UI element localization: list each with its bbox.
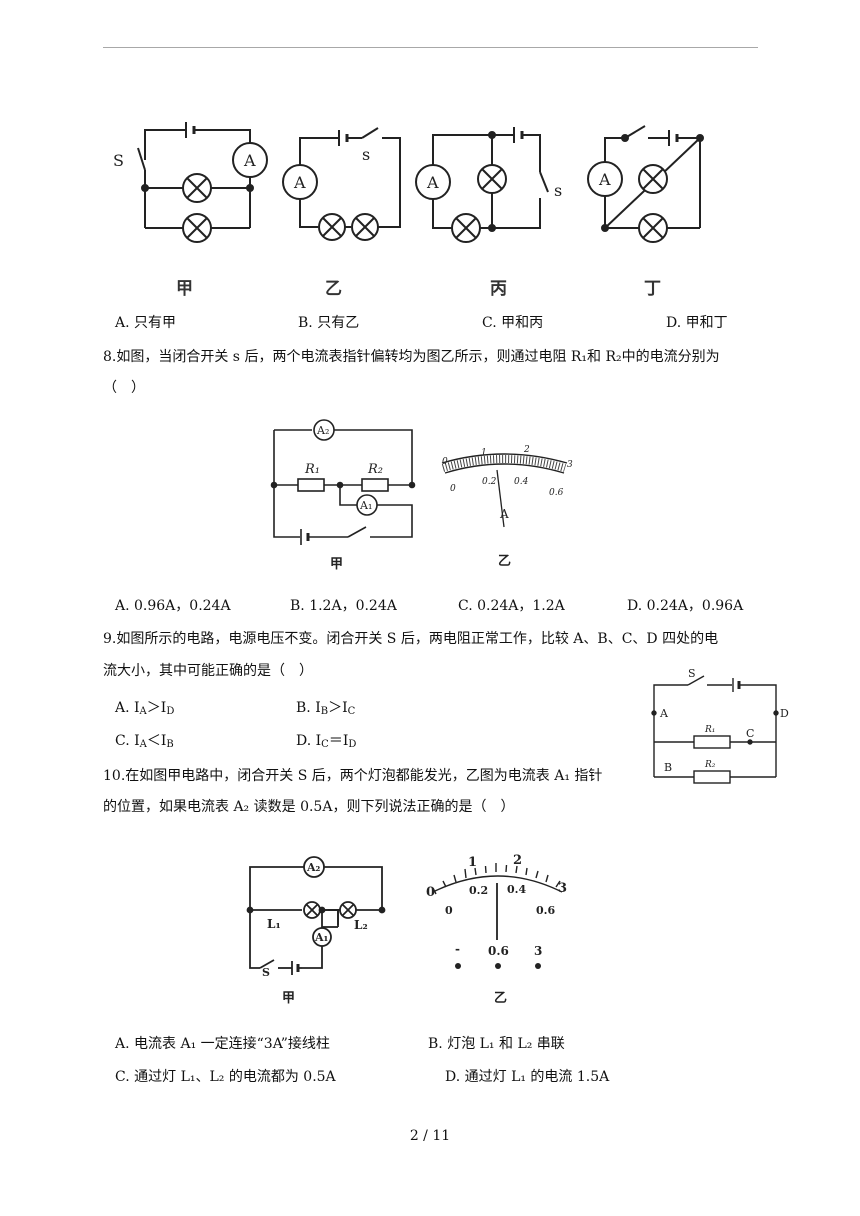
q9-d-label: D [780, 707, 789, 720]
q10-jia-label: 甲 [282, 991, 295, 1006]
q10-meter-bottom-02: 0.2 [469, 884, 488, 897]
q10-a1-label: A₁ [314, 931, 329, 944]
q9-option-b: B. IB＞IC [296, 700, 356, 717]
q10-a2-label: A₂ [306, 861, 321, 874]
q7-option-b: B. 只有乙 [298, 315, 360, 331]
q10-meter: 0 1 2 3 0 0.2 0.4 0.6 - 0.6 3 [426, 853, 567, 969]
q9-r2-label: R₂ [704, 760, 716, 770]
q8-r1-label: R₁ [304, 462, 320, 477]
q8-meter: 0 1 2 3 0 0.2 0.4 0.6 A [441, 445, 573, 528]
circuit-ding [587, 125, 704, 243]
q10-option-c: C. 通过灯 L₁、L₂ 的电流都为 0.5A [115, 1069, 336, 1085]
q8-meter-bottom-06: 0.6 [549, 488, 564, 498]
q9-s-label: S [688, 667, 696, 680]
header-rule [103, 47, 758, 48]
q10-yi-label: 乙 [494, 991, 507, 1006]
q7-label-bing: 丙 [490, 279, 507, 299]
q10-meter-bottom-04: 0.4 [507, 883, 526, 896]
q8-pointer-label: A [499, 507, 509, 521]
q9-a-label: A [659, 707, 669, 720]
q7-option-d: D. 甲和丁 [666, 315, 728, 331]
circuit-yi [282, 127, 401, 241]
q9-option-a: A. IA＞ID [115, 700, 175, 717]
q8-meter-bottom-04: 0.4 [514, 477, 529, 487]
bing-ammeter-label: A [426, 173, 439, 192]
q10-l1-label: L₁ [267, 917, 281, 931]
q8-stem-line2: （ ） [103, 380, 145, 396]
q7-label-jia: 甲 [176, 279, 193, 299]
q10-terminal-3: 3 [534, 944, 542, 958]
q10-meter-top-3: 3 [558, 881, 567, 896]
circuit-jia [137, 122, 268, 243]
q10-option-b: B. 灯泡 L₁ 和 L₂ 串联 [428, 1036, 565, 1052]
q8-meter-zero: 0 [442, 457, 448, 467]
q10-terminal-06: 0.6 [488, 944, 509, 958]
q9-r1-label: R₁ [704, 725, 715, 735]
q8-option-c: C. 0.24A，1.2A [458, 598, 565, 614]
yi-switch-label: s [362, 145, 370, 164]
q8-meter-top-2: 2 [523, 445, 530, 455]
q8-option-d: D. 0.24A，0.96A [627, 598, 744, 614]
q9-option-c: C. IA＜IB [115, 733, 174, 750]
q8-a2-label: A₂ [316, 424, 329, 437]
q9-stem-line2: 流大小，其中可能正确的是（ ） [103, 663, 313, 679]
q7-label-yi: 乙 [325, 279, 342, 299]
q9-b-label: B [664, 761, 672, 774]
q10-stem-line1: 10.在如图甲电路中，闭合开关 S 后，两个灯泡都能发光，乙图为电流表 A₁ 指… [103, 768, 603, 784]
q8-meter-top-1: 1 [481, 448, 487, 458]
q10-terminal-neg: - [455, 942, 460, 956]
q10-meter-bottom-06: 0.6 [536, 904, 555, 917]
q7-option-c: C. 甲和丙 [482, 315, 544, 331]
q8-meter-top-3: 3 [567, 460, 573, 470]
q7-circuit-figures: S s s A A A A [113, 122, 704, 243]
q8-stem-line1: 8.如图，当闭合开关 s 后，两个电流表指针偏转均为图乙所示，则通过电阻 R₁和… [103, 349, 720, 365]
q8-a1-label: A₁ [359, 499, 372, 512]
q10-stem-line2: 的位置，如果电流表 A₂ 读数是 0.5A，则下列说法正确的是（ ） [103, 799, 515, 815]
q7-label-ding: 丁 [644, 279, 661, 299]
q8-option-b: B. 1.2A，0.24A [290, 598, 397, 614]
circuit-bing [415, 127, 549, 243]
yi-ammeter-label: A [293, 173, 306, 192]
q8-option-a: A. 0.96A，0.24A [115, 598, 231, 614]
q10-meter-bottom-0: 0 [445, 904, 453, 917]
q10-option-a: A. 电流表 A₁ 一定连接“3A”接线柱 [115, 1036, 330, 1052]
bing-switch-label: s [554, 181, 562, 200]
q9-stem-line1: 9.如图所示的电路，电源电压不变。闭合开关 S 后，两电阻正常工作，比较 A、B… [103, 631, 719, 647]
q8-meter-bottom-02: 0.2 [482, 477, 497, 487]
page-number: 2 / 11 [409, 1128, 451, 1144]
q10-meter-top-1: 1 [468, 855, 477, 870]
q10-option-d: D. 通过灯 L₁ 的电流 1.5A [445, 1069, 610, 1085]
q10-meter-top-2: 2 [513, 853, 522, 868]
q7-option-a: A. 只有甲 [115, 315, 177, 331]
q9-option-d: D. IC＝ID [296, 733, 357, 750]
q8-yi-label: 乙 [498, 554, 511, 569]
q9-c-label: C [746, 727, 754, 740]
q9-figure: S A D C B R₁ R₂ [651, 667, 789, 784]
q8-r2-label: R₂ [367, 462, 383, 477]
q8-meter-bottom-0: 0 [450, 484, 456, 494]
q8-figure: A₂ A₁ R₁ R₂ 甲 乙 0 1 2 3 0 0.2 0.4 0.6 A [270, 419, 573, 572]
q10-figure: A₂ A₁ L₁ L₂ S 甲 乙 0 1 2 3 0 0.2 0.4 0.6 … [246, 853, 567, 1006]
ding-ammeter-label: A [598, 170, 611, 189]
q10-s-label: S [262, 966, 270, 979]
jia-ammeter-label: A [243, 151, 256, 170]
q8-jia-label: 甲 [330, 557, 343, 572]
q10-meter-zero: 0 [426, 885, 435, 900]
q10-l2-label: L₂ [354, 918, 368, 932]
jia-switch-label: S [113, 151, 124, 170]
